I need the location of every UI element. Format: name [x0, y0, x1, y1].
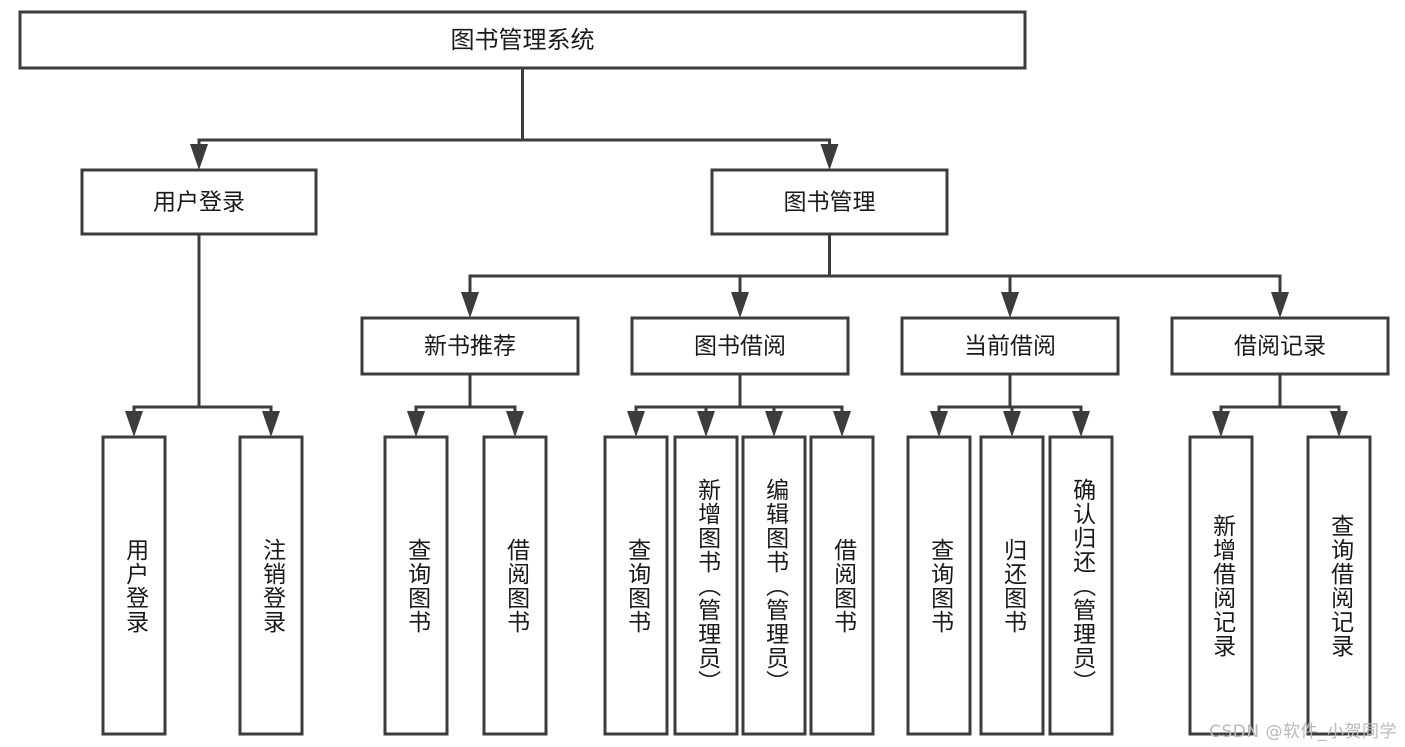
node-root[interactable]: 图书管理系统 [18, 10, 1027, 70]
arrow-head-icon-leaf-borrow-book-b [833, 411, 851, 437]
arrow-head-icon-borrow-record [1271, 292, 1289, 318]
node-book-borrow[interactable]: 图书借阅 [630, 316, 850, 376]
node-leaf-borrow-book-b[interactable] [809, 435, 875, 736]
arrow-head-icon-leaf-user-login [125, 411, 143, 437]
arrow-head-icon-leaf-query-book-c [930, 411, 948, 437]
node-leaf-query-record[interactable] [1306, 435, 1372, 736]
node-box-leaf-return-book[interactable] [979, 435, 1045, 736]
node-current-borrow[interactable]: 当前借阅 [900, 316, 1120, 376]
node-box-leaf-query-book-c[interactable] [906, 435, 972, 736]
node-label-user-login: 用户登录 [153, 190, 245, 216]
arrow-head-icon-new-book-rec [461, 292, 479, 318]
connectors-layer [125, 66, 1348, 437]
arrow-head-icon-book-borrow [731, 292, 749, 318]
node-leaf-return-book[interactable] [979, 435, 1045, 736]
watermark: CSDN @软件_小贺同学 [1209, 722, 1397, 742]
arrow-head-icon-leaf-query-book-b [627, 411, 645, 437]
arrow-head-icon-leaf-query-record [1330, 411, 1348, 437]
node-box-leaf-user-login[interactable] [101, 435, 167, 736]
node-box-leaf-add-record[interactable] [1188, 435, 1254, 736]
node-leaf-add-record[interactable] [1188, 435, 1254, 736]
node-label-borrow-record: 借阅记录 [1234, 334, 1326, 360]
arrow-head-icon-leaf-confirm-return [1072, 411, 1090, 437]
node-box-book-manage[interactable] [710, 168, 949, 236]
node-box-leaf-query-book-b[interactable] [603, 435, 669, 736]
node-label-root: 图书管理系统 [451, 26, 595, 54]
node-user-login[interactable]: 用户登录 [80, 168, 318, 236]
node-box-book-borrow[interactable] [630, 316, 850, 376]
arrow-head-icon-leaf-add-book [697, 411, 715, 437]
node-leaf-user-login[interactable] [101, 435, 167, 736]
node-box-leaf-borrow-book-rec[interactable] [482, 435, 548, 736]
node-box-current-borrow[interactable] [900, 316, 1120, 376]
node-leaf-confirm-return[interactable] [1048, 435, 1114, 736]
node-box-root[interactable] [18, 10, 1027, 70]
node-box-borrow-record[interactable] [1170, 316, 1390, 376]
arrow-head-icon-current-borrow [1001, 292, 1019, 318]
node-label-current-borrow: 当前借阅 [964, 334, 1056, 360]
node-leaf-query-book-c[interactable] [906, 435, 972, 736]
node-label-book-manage: 图书管理 [784, 190, 876, 216]
node-box-leaf-edit-book[interactable] [741, 435, 807, 736]
arrow-head-icon-leaf-edit-book [765, 411, 783, 437]
node-box-user-login[interactable] [80, 168, 318, 236]
arrow-head-icon-leaf-query-book-rec [407, 411, 425, 437]
node-label-new-book-rec: 新书推荐 [424, 334, 516, 360]
node-leaf-add-book[interactable] [673, 435, 739, 736]
node-box-leaf-borrow-book-b[interactable] [809, 435, 875, 736]
node-box-leaf-logout[interactable] [238, 435, 304, 736]
node-box-leaf-query-book-rec[interactable] [383, 435, 449, 736]
node-box-leaf-confirm-return[interactable] [1048, 435, 1114, 736]
node-leaf-borrow-book-rec[interactable] [482, 435, 548, 736]
node-box-new-book-rec[interactable] [360, 316, 580, 376]
arrow-head-icon-leaf-logout [262, 411, 280, 437]
node-box-leaf-query-record[interactable] [1306, 435, 1372, 736]
node-leaf-edit-book[interactable] [741, 435, 807, 736]
node-leaf-query-book-rec[interactable] [383, 435, 449, 736]
node-new-book-rec[interactable]: 新书推荐 [360, 316, 580, 376]
node-borrow-record[interactable]: 借阅记录 [1170, 316, 1390, 376]
node-leaf-logout[interactable] [238, 435, 304, 736]
node-label-book-borrow: 图书借阅 [694, 334, 786, 360]
arrow-head-icon-user-login [190, 144, 208, 170]
arrow-head-icon-leaf-borrow-book-rec [506, 411, 524, 437]
node-box-leaf-add-book[interactable] [673, 435, 739, 736]
node-book-manage[interactable]: 图书管理 [710, 168, 949, 236]
node-leaf-query-book-b[interactable] [603, 435, 669, 736]
arrow-head-icon-leaf-add-record [1212, 411, 1230, 437]
arrow-head-icon-leaf-return-book [1003, 411, 1021, 437]
arrow-head-icon-book-manage [820, 144, 839, 170]
